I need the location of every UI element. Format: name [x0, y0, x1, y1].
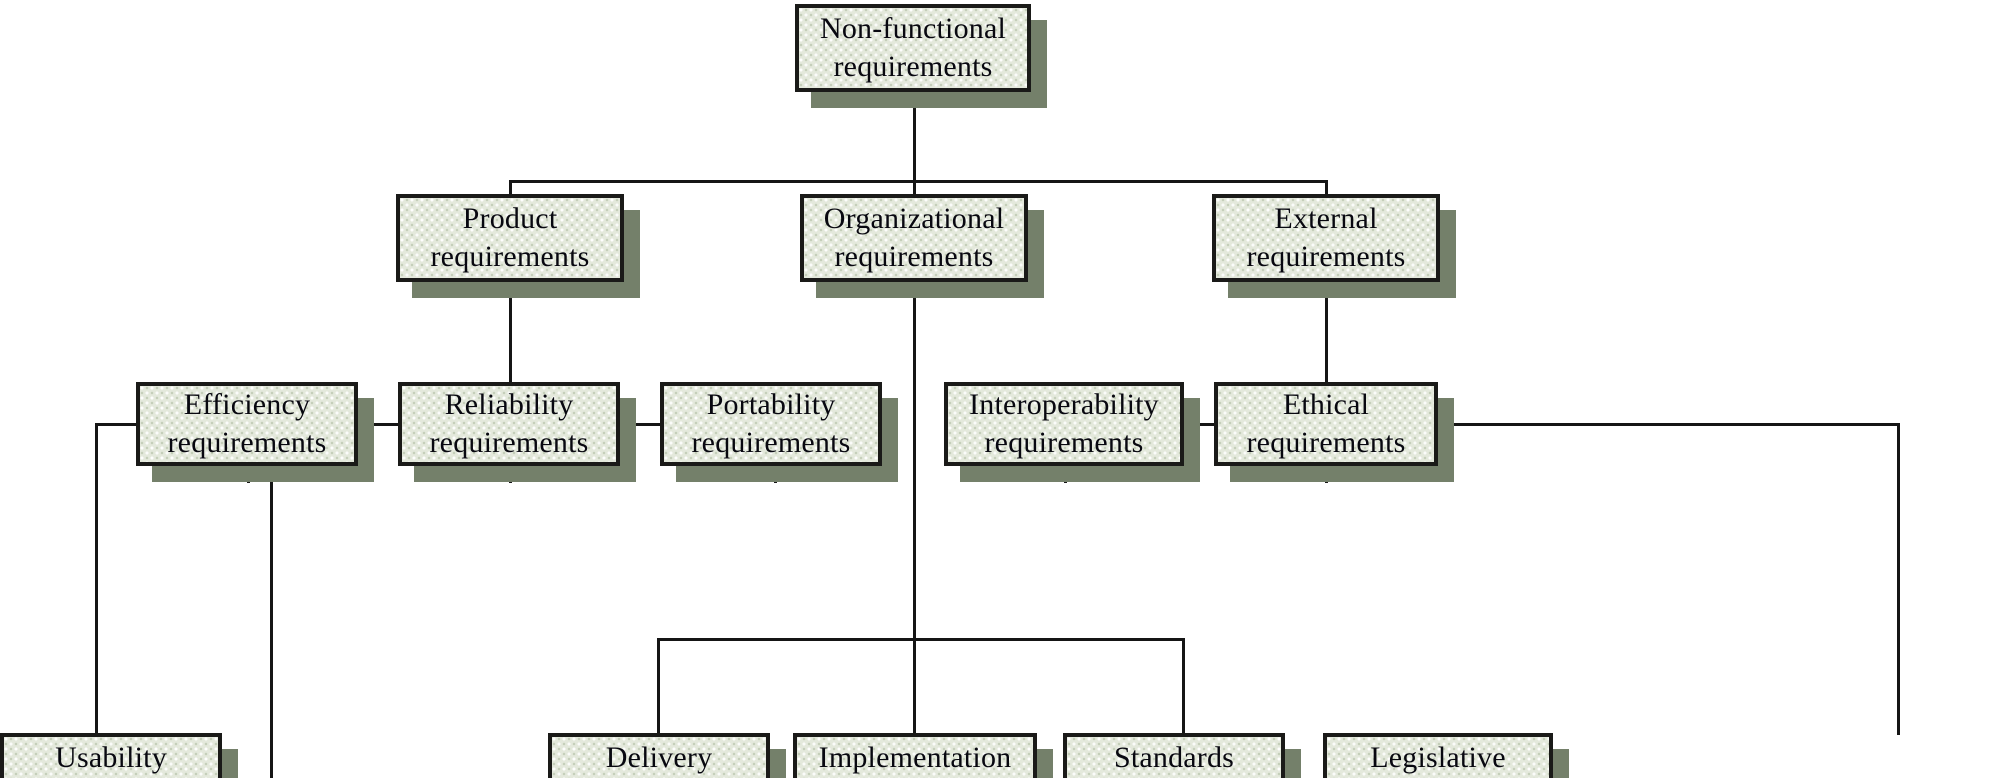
- node-label-line1: Usability: [55, 741, 167, 774]
- edge-organizational-to-standards: [1182, 638, 1185, 735]
- node-face: Interoperability requirements: [944, 382, 1184, 466]
- node-face: Non-functional requirements: [795, 4, 1031, 92]
- node-label-line2: requirements: [167, 426, 327, 459]
- edge-organizational-to-delivery: [657, 638, 660, 735]
- node-label-line1: Product: [462, 202, 558, 235]
- edge-organizational-stem: [913, 280, 916, 640]
- edge-external-to-legislative: [1897, 423, 1900, 735]
- node-label-line2: requirements: [1246, 240, 1406, 273]
- node-usability[interactable]: Usability: [0, 733, 238, 778]
- node-label-line1: Non-functional: [819, 12, 1007, 45]
- node-face: Delivery: [548, 733, 770, 778]
- node-face: Ethical requirements: [1214, 382, 1438, 466]
- edge-product-to-usability: [95, 423, 98, 735]
- edge-root-stem: [913, 90, 916, 182]
- node-label-line1: Reliability: [444, 388, 574, 421]
- node-implementation[interactable]: Implementation: [793, 733, 1053, 778]
- node-face: External requirements: [1212, 194, 1440, 282]
- node-efficiency-requirements[interactable]: Efficiency requirements: [136, 382, 374, 482]
- node-label-line2: requirements: [834, 240, 994, 273]
- node-label-line1: External: [1274, 202, 1378, 235]
- node-label-line1: Interoperability: [969, 388, 1159, 421]
- node-label-line2: requirements: [429, 426, 589, 459]
- node-ethical-requirements[interactable]: Ethical requirements: [1214, 382, 1454, 482]
- node-legislative[interactable]: Legislative: [1323, 733, 1569, 778]
- node-label-line1: Delivery: [605, 741, 713, 774]
- node-face: Product requirements: [396, 194, 624, 282]
- node-label-line1: Ethical: [1282, 388, 1370, 421]
- node-face: Reliability requirements: [398, 382, 620, 466]
- node-label-line2: requirements: [430, 240, 590, 273]
- node-portability-requirements[interactable]: Portability requirements: [660, 382, 898, 482]
- node-label-line2: requirements: [984, 426, 1144, 459]
- edge-external-stem: [1325, 280, 1328, 425]
- node-label-line2: requirements: [1246, 426, 1406, 459]
- node-label-line1: Efficiency: [183, 388, 311, 421]
- node-face: Legislative: [1323, 733, 1553, 778]
- node-external-requirements[interactable]: External requirements: [1212, 194, 1456, 298]
- node-standards[interactable]: Standards: [1063, 733, 1301, 778]
- edge-bus-external: [1064, 423, 1900, 426]
- edge-bus-organizational: [657, 638, 1185, 641]
- node-label-line2: requirements: [833, 50, 993, 83]
- node-label-line1: Standards: [1113, 741, 1235, 774]
- node-label-line1: Portability: [706, 388, 836, 421]
- node-non-functional-requirements[interactable]: Non-functional requirements: [795, 4, 1047, 108]
- node-interoperability-requirements[interactable]: Interoperability requirements: [944, 382, 1200, 482]
- node-face: Standards: [1063, 733, 1285, 778]
- node-label-line1: Implementation: [818, 741, 1012, 774]
- node-product-requirements[interactable]: Product requirements: [396, 194, 640, 298]
- node-delivery[interactable]: Delivery: [548, 733, 786, 778]
- edge-root-to-organizational: [913, 180, 916, 200]
- node-face: Portability requirements: [660, 382, 882, 466]
- node-organizational-requirements[interactable]: Organizational requirements: [800, 194, 1044, 298]
- node-reliability-requirements[interactable]: Reliability requirements: [398, 382, 636, 482]
- node-face: Organizational requirements: [800, 194, 1028, 282]
- edge-efficiency-stem: [270, 478, 273, 778]
- edge-root-to-product: [509, 180, 512, 200]
- edge-root-to-external: [1325, 180, 1328, 200]
- node-face: Efficiency requirements: [136, 382, 358, 466]
- node-face: Usability: [0, 733, 222, 778]
- node-face: Implementation: [793, 733, 1037, 778]
- edge-organizational-to-implementation: [913, 638, 916, 735]
- node-label-line2: requirements: [691, 426, 851, 459]
- node-label-line1: Organizational: [823, 202, 1005, 235]
- node-label-line1: Legislative: [1370, 741, 1506, 774]
- edge-product-stem: [509, 280, 512, 425]
- edge-bus-level1: [509, 180, 1328, 183]
